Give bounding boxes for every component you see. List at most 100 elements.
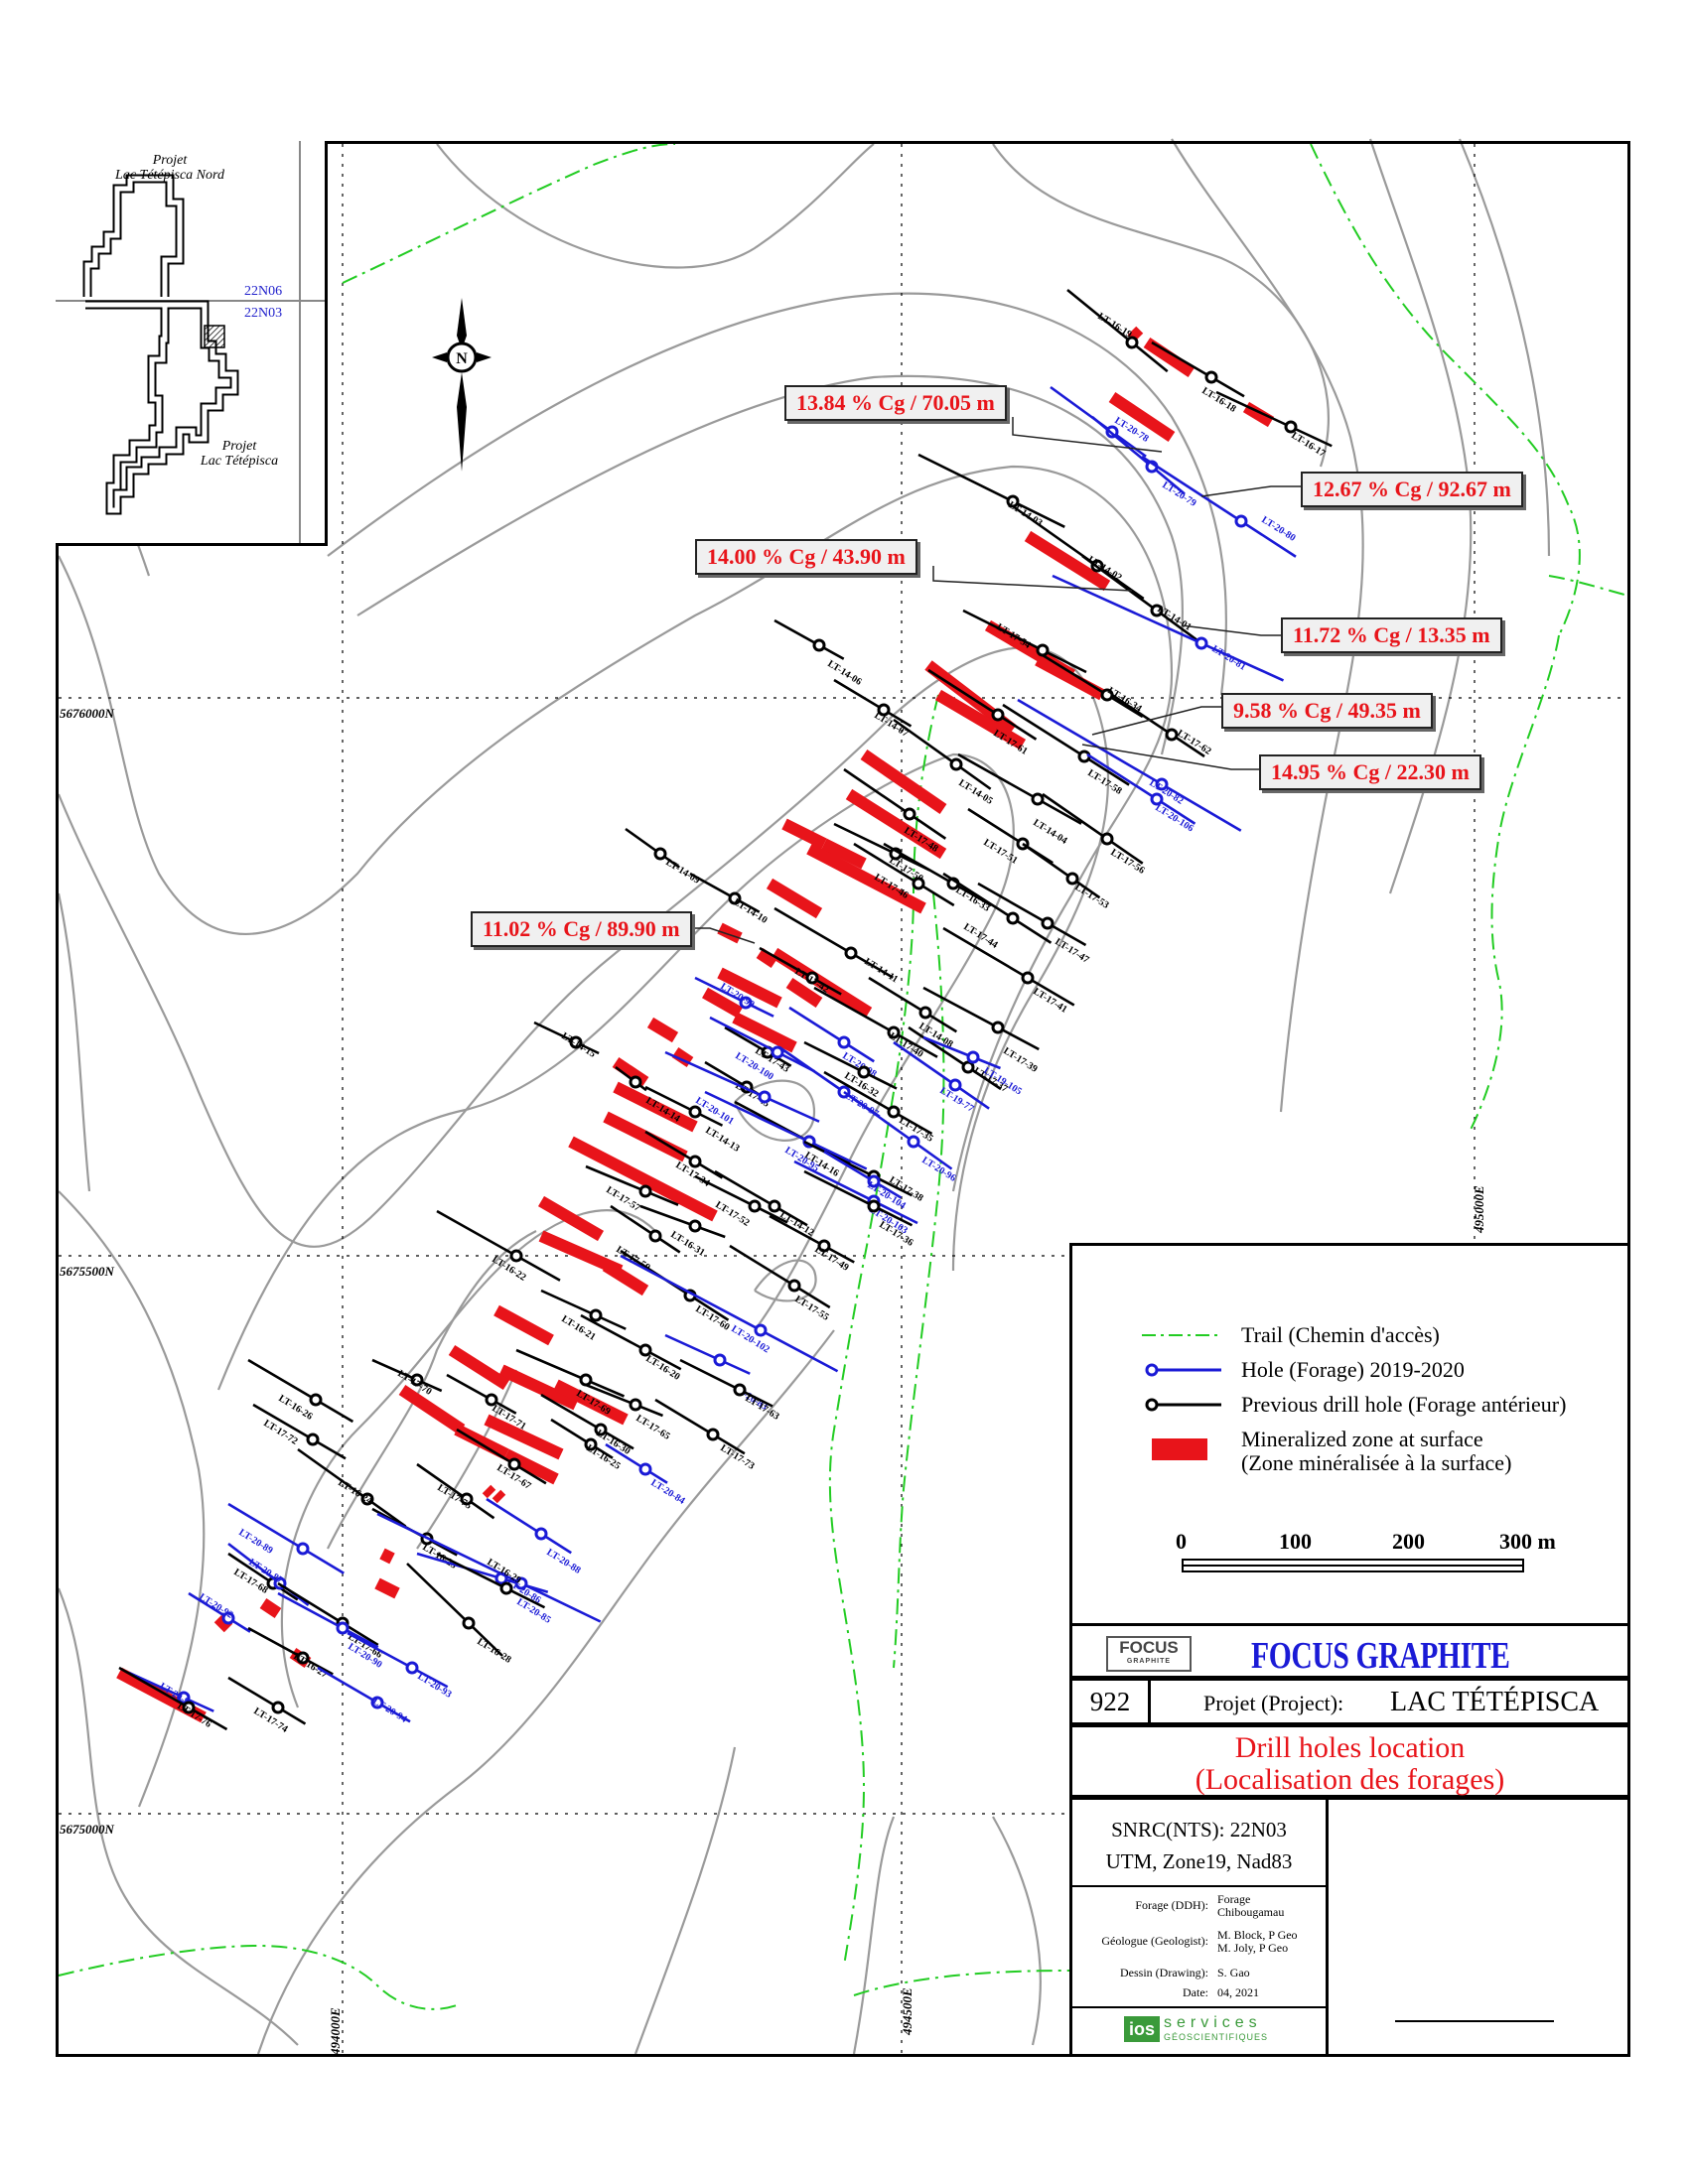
hole-collar (296, 1542, 310, 1556)
contour-line (992, 1816, 1042, 2046)
drill-hole: LT-16-27 (247, 1626, 334, 1681)
titleblock-info: SNRC(NTS): 22N03 UTM, Zone19, Nad83 Fora… (1069, 1797, 1630, 2057)
drawing-key: Dessin (Drawing): (1120, 1966, 1208, 1979)
hole-label: LT-20-94 (370, 1696, 408, 1725)
hole-collar (688, 1219, 702, 1233)
mineralized-zone (785, 978, 823, 1008)
drill-hole: LT-20-79 (1091, 416, 1198, 509)
callout-leader (1200, 485, 1301, 497)
hole-trace (803, 1140, 914, 1197)
hole-trace (247, 1358, 354, 1424)
drill-hole: LT-14-03 (917, 453, 1065, 529)
hole-trace (1012, 504, 1145, 601)
hole-collar (688, 1105, 702, 1119)
contour-line (57, 646, 1110, 1272)
hole-label: LT-16-31 (668, 1229, 706, 1259)
hole-collar (1100, 832, 1114, 846)
assay-callout: 14.00 % Cg / 43.90 m (695, 539, 917, 575)
mineralized-zone (781, 818, 827, 850)
legend-mineralized-label: Mineralized zone at surface (1241, 1427, 1483, 1451)
hole-collar (966, 1050, 980, 1064)
hole-trace (550, 1418, 614, 1459)
hole-trace (679, 1358, 774, 1408)
hole-collar (1165, 728, 1179, 742)
contour-line (1458, 138, 1551, 557)
hole-trace (644, 1085, 724, 1127)
hole-trace (416, 1462, 495, 1520)
drill-hole: LT-14-09 (625, 827, 702, 887)
drill-hole: LT-17-63 (679, 1358, 781, 1423)
drill-hole: LT-20-84 (605, 1442, 687, 1507)
drill-hole: LT-17-74 (227, 1676, 307, 1735)
mineralized-zone (602, 1260, 649, 1297)
scale-label: 0 (1176, 1529, 1187, 1554)
hole-collar (1065, 872, 1079, 886)
mineralized-zones (116, 326, 1275, 1723)
assay-callout: 9.58 % Cg / 49.35 m (1221, 693, 1433, 729)
hole-collar (867, 1199, 881, 1213)
mineralized-zone (1143, 338, 1196, 377)
contour-line (58, 1190, 206, 1808)
hole-collar (1006, 911, 1020, 925)
hole-trace (942, 926, 1075, 1007)
assay-callout: 11.02 % Cg / 89.90 m (471, 911, 692, 947)
date-key: Date: (1183, 1985, 1208, 1999)
hole-trace (957, 752, 1082, 825)
mineralized-zone (568, 1136, 718, 1222)
hole-collar (1155, 777, 1169, 791)
hole-trace (297, 1447, 407, 1528)
hole-collar (499, 1581, 513, 1595)
hole-trace (803, 1169, 914, 1227)
hole-collar (589, 1308, 603, 1322)
drill-hole: LT-20-78 (1050, 385, 1151, 458)
hole-trace (759, 946, 842, 996)
hole-trace (883, 842, 993, 907)
hole-label: LT-17-58 (1085, 767, 1123, 797)
hole-collar (1021, 971, 1035, 985)
trail-path (58, 1944, 458, 2010)
old-hole-legend-icon (1145, 1398, 1221, 1412)
nts-north-label: 22N06 (244, 284, 283, 299)
utm-projection: UTM, Zone19, Nad83 (1105, 1849, 1293, 1873)
mineralized-zone (821, 838, 867, 870)
hole-collar (739, 996, 753, 1010)
location-inset: Projet Lac Tétépisca Nord Projet Lac Tét… (56, 141, 328, 546)
mineralized-zone (398, 1385, 466, 1434)
hole-label: LT-20-106 (1153, 802, 1195, 834)
hole-trace (714, 1169, 808, 1227)
hole-collar (460, 1492, 474, 1506)
hole-collar (907, 1135, 920, 1149)
drill-hole: LT-17-68 (227, 1552, 299, 1601)
map-title: Drill holes location (1234, 1731, 1466, 1764)
hole-trace (580, 1313, 682, 1371)
callout-leader (1181, 624, 1281, 636)
trail-path (1310, 143, 1581, 636)
hole-collar (569, 1035, 583, 1049)
hole-collar (949, 757, 963, 771)
northing-label: 5676000N (60, 706, 114, 721)
hole-trace (823, 1070, 933, 1136)
hole-trace (709, 1016, 815, 1073)
hole-label: LT-16-26 (276, 1393, 314, 1423)
legend-trail-label: Trail (Chemin d'accès) (1241, 1322, 1440, 1347)
drill-hole: LT-14-12 (714, 1169, 816, 1239)
drill-hole: LT-14-08 (868, 976, 958, 1050)
mineralized-zone (484, 1414, 564, 1460)
hole-collar (877, 703, 891, 717)
hole-trace (605, 1442, 668, 1484)
hole-trace (893, 718, 992, 790)
mineralized-zone (845, 788, 947, 860)
hole-trace (227, 1502, 345, 1574)
hole-trace (1111, 693, 1205, 758)
hole-trace (347, 1631, 449, 1689)
hole-trace (252, 1403, 347, 1460)
hole-label: LT-14-04 (1031, 817, 1068, 847)
new-hole-legend-icon (1145, 1363, 1221, 1377)
mineralized-zone (493, 1304, 554, 1346)
hole-trace (654, 1398, 746, 1455)
mineralized-zone (213, 1613, 233, 1633)
hole-collar (579, 1373, 593, 1387)
easting-label: 494500E (900, 1987, 914, 2035)
hole-collar (306, 1433, 320, 1446)
